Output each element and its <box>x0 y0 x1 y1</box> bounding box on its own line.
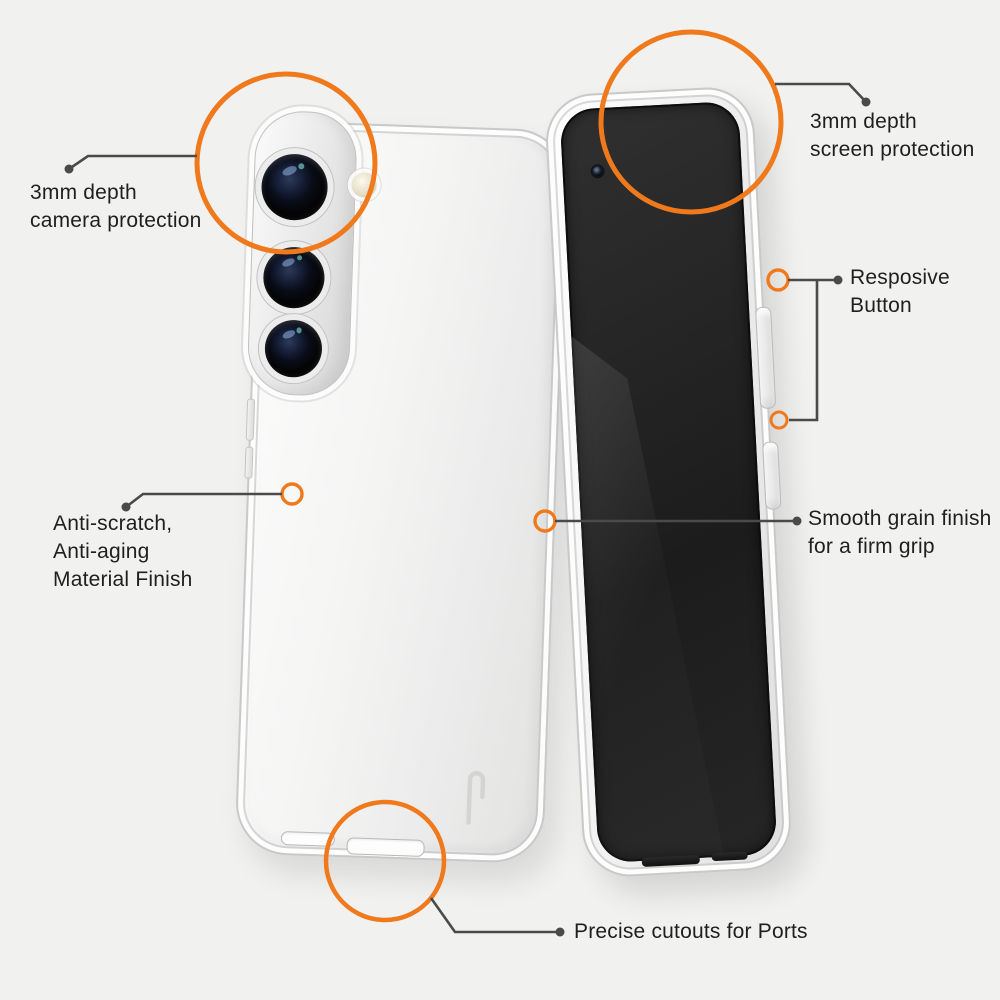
callout-camera-protection: 3mm depth camera protection <box>30 181 202 232</box>
callout-screen-protection: 3mm depth screen protection <box>810 110 975 161</box>
callout-grain-finish: Smooth grain finish for a firm grip <box>808 507 992 558</box>
leader-line-screen <box>775 82 867 103</box>
leader-line-button-branch <box>789 280 819 422</box>
highlight-circle-camera <box>194 71 378 255</box>
callout-material-finish: Anti-scratch, Anti-aging Material Finish <box>53 512 193 591</box>
brand-logo-icon <box>466 771 486 825</box>
leader-dot-button <box>833 275 843 285</box>
leader-dot-screen <box>861 97 871 107</box>
phone-back-view <box>234 109 569 865</box>
highlight-circle-ports <box>323 799 447 923</box>
highlight-ring-material <box>280 482 304 506</box>
leader-dot-camera <box>64 164 74 174</box>
leader-dot-material <box>121 502 131 512</box>
leader-line-material <box>125 492 282 509</box>
callout-responsive-button: Resposive Button <box>850 266 950 317</box>
highlight-circle-screen <box>598 29 784 215</box>
leader-line-camera <box>68 154 197 171</box>
leader-line-ports <box>429 897 560 934</box>
highlight-ring-button-bottom <box>769 410 789 430</box>
highlight-ring-grip <box>533 509 557 533</box>
leader-dot-grip <box>792 516 802 526</box>
callout-port-cutouts: Precise cutouts for Ports <box>574 920 808 943</box>
leader-dot-ports <box>555 927 565 937</box>
highlight-ring-button-top <box>766 268 790 292</box>
